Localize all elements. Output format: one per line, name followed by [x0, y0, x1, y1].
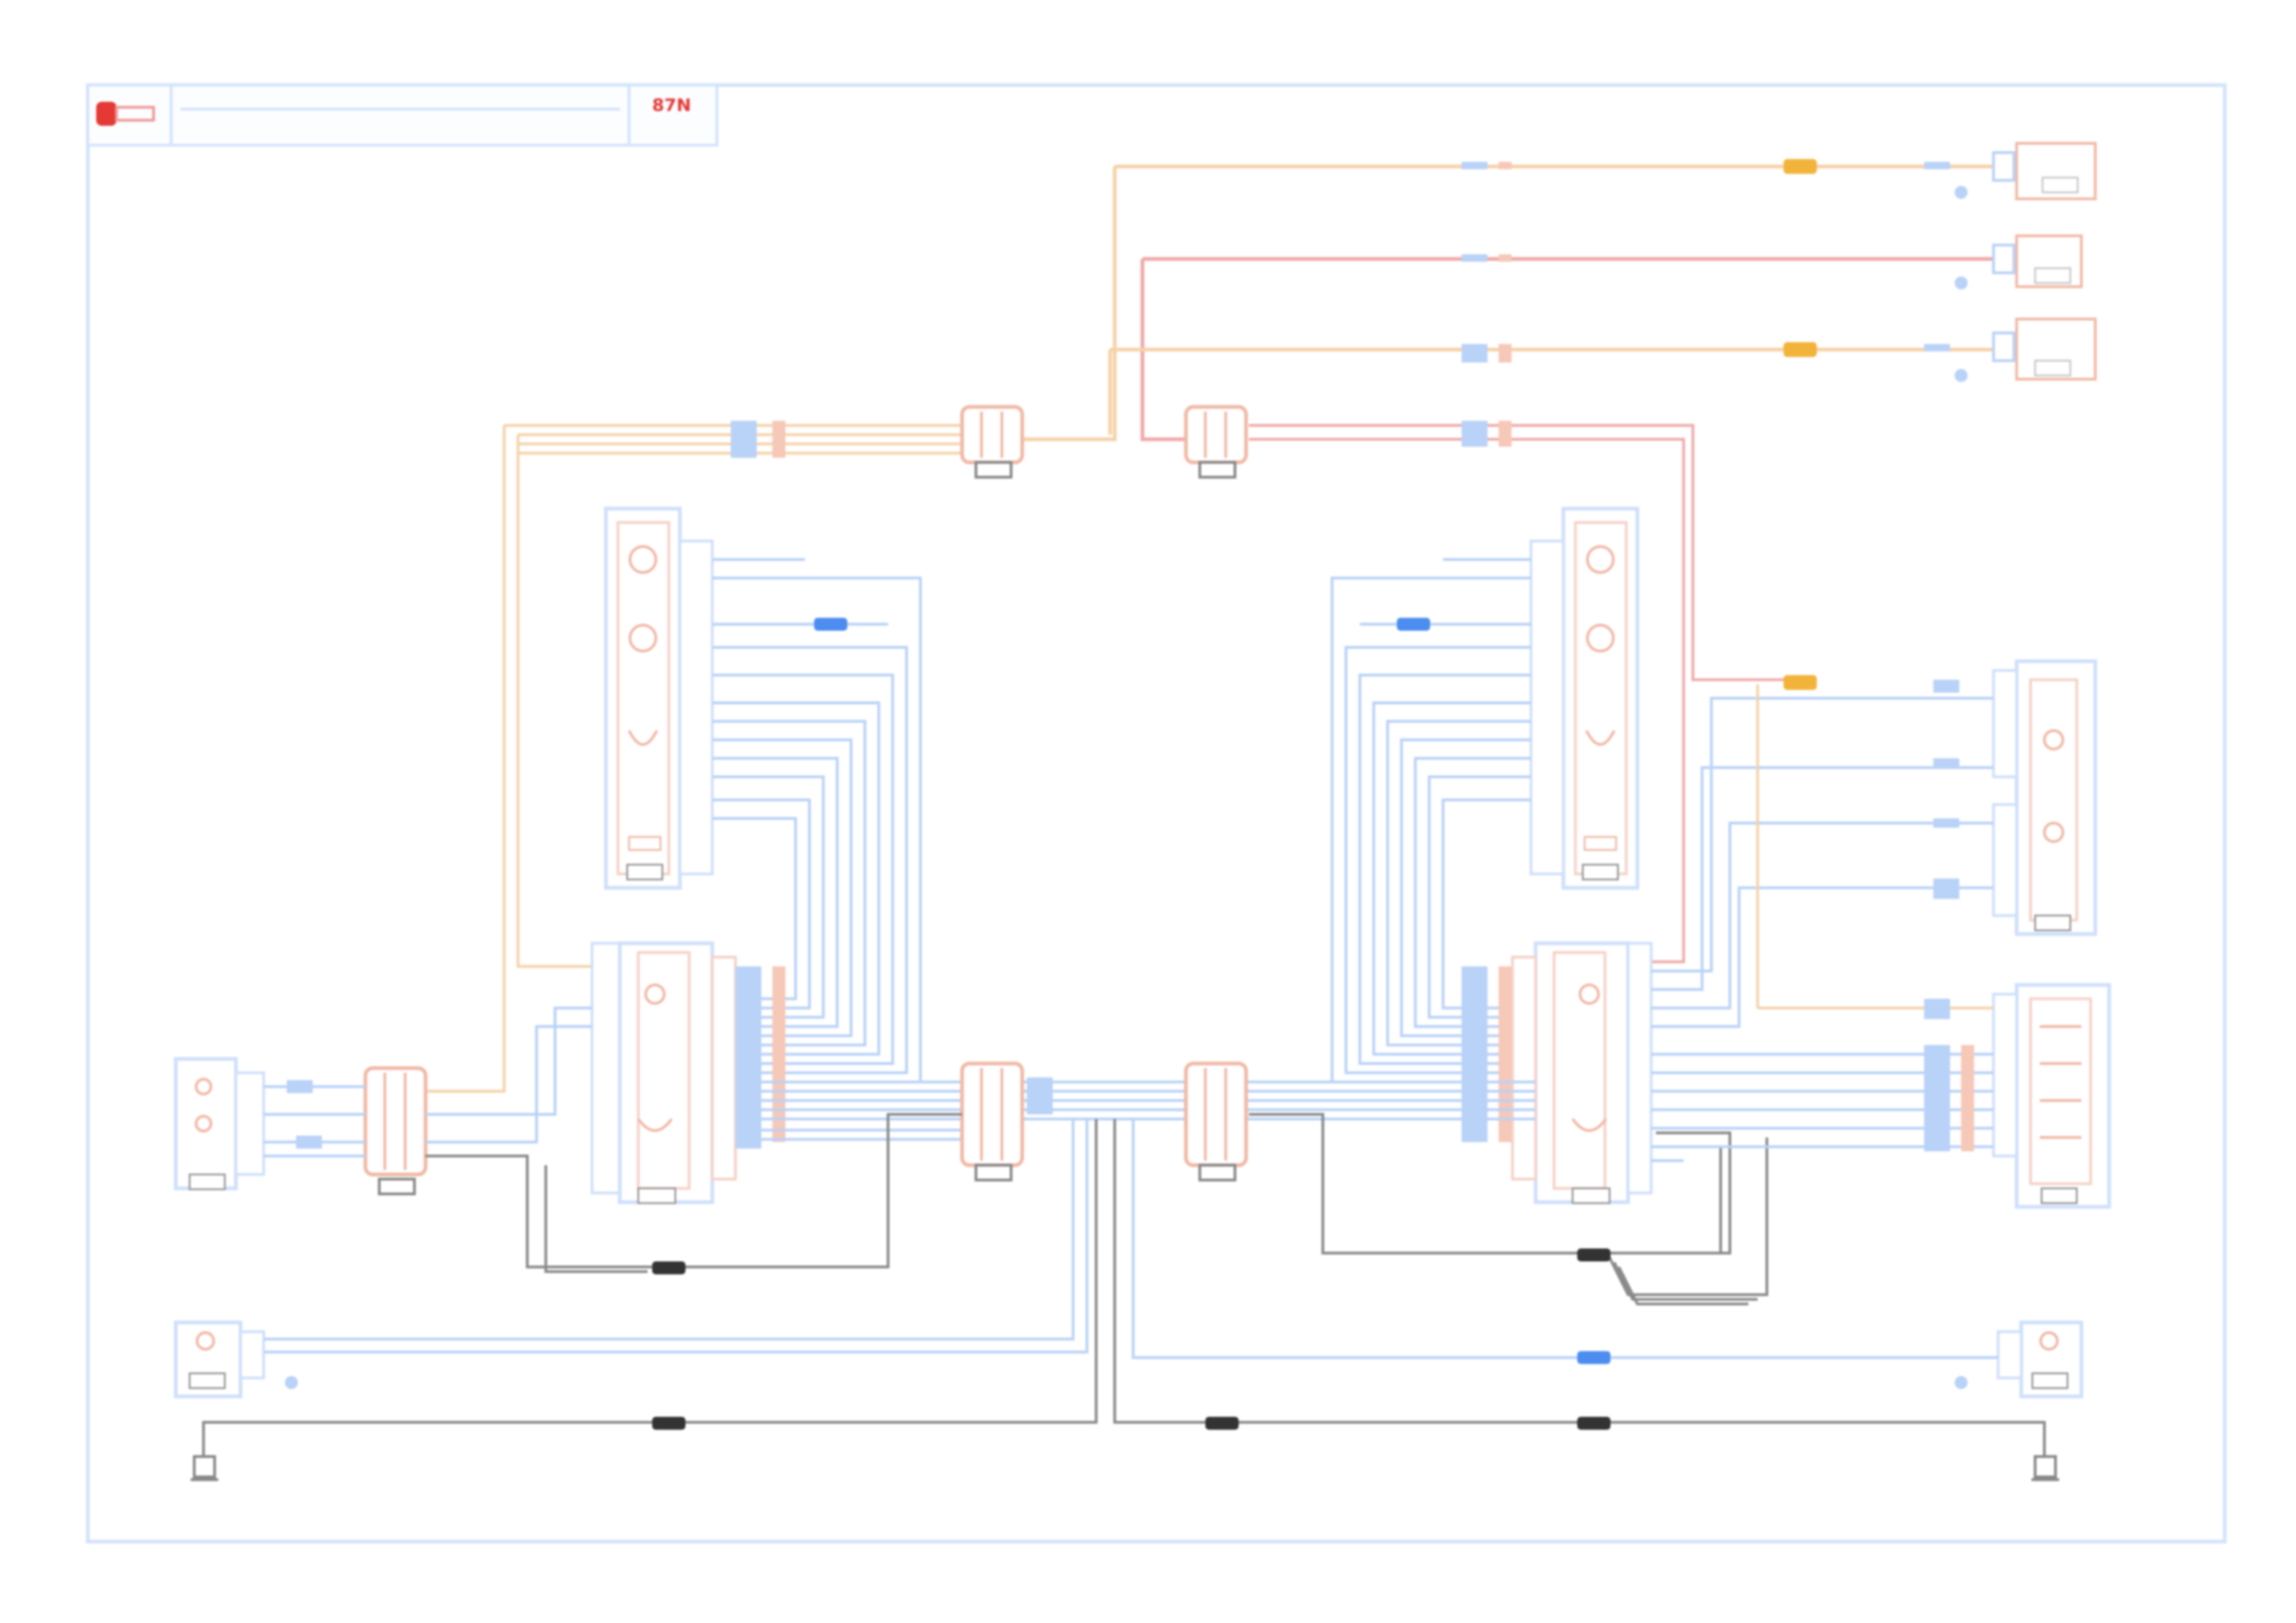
right-seat-component	[1992, 983, 2111, 1209]
ground-wires	[202, 1113, 2046, 1470]
left-switch-panel	[604, 507, 714, 890]
connector-icon	[814, 618, 847, 631]
pin-markers	[735, 966, 1512, 1149]
connector-icon	[960, 1062, 1248, 1182]
right-switch-panel	[1529, 507, 1639, 890]
diagram-frame	[86, 83, 2227, 1543]
splice-markers-top	[731, 162, 1950, 458]
top-right-components	[1955, 141, 2097, 382]
right-mirror-component	[1992, 659, 2097, 936]
bottom-left-component	[174, 1119, 1089, 1398]
left-module	[590, 941, 737, 1204]
connector-icon	[1397, 618, 1430, 631]
right-pin-markers	[1924, 680, 1974, 1151]
central-bus	[735, 1080, 1536, 1141]
right-component-wires-orange	[1756, 684, 1994, 1010]
title-block: 87N	[86, 83, 719, 147]
connector-icon	[1784, 159, 1817, 690]
battery-icon	[96, 102, 155, 126]
bottom-right-component	[1131, 1119, 2083, 1398]
left-mirror-component	[174, 1006, 592, 1196]
ground-icon	[191, 1455, 2059, 1482]
connector-icon	[960, 405, 1248, 479]
ground-connectors	[652, 1248, 1611, 1430]
right-module	[1511, 941, 1653, 1204]
title-code: 87N	[652, 95, 691, 116]
